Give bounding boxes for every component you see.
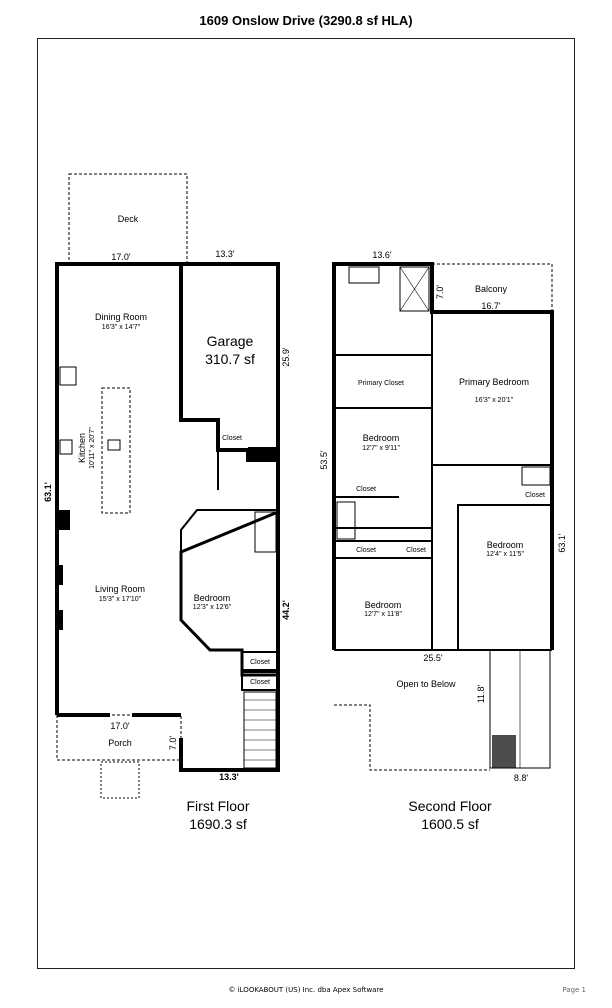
room-label-bedroom: Bedroom [194, 593, 231, 603]
second-floor-exterior-wall [332, 262, 554, 650]
room-label-closet: Closet [222, 435, 242, 442]
dimension: 25.5' [423, 653, 443, 663]
room-label-kitchen: Kitchen [77, 433, 87, 463]
room-label-bedroom: Bedroom [365, 600, 402, 610]
dimension: 17.0' [110, 721, 130, 731]
copyright-footer: © iLOOKABOUT (US) Inc. dba Apex Software [228, 986, 384, 994]
sink-icon [107, 439, 121, 451]
dimension: 17.0' [111, 252, 131, 262]
dimension: 53.5' [319, 450, 329, 470]
kitchen-island [101, 387, 131, 514]
dimension: 63.1' [557, 533, 567, 553]
room-label-dining: Dining Room [95, 312, 147, 322]
room-label-deck: Deck [118, 214, 139, 224]
room-dim-bedroom: 12'7" x 11'8" [364, 611, 402, 618]
dimension: 7.0' [435, 285, 445, 300]
room-label-closet: Closet [406, 547, 426, 554]
room-label-bedroom: Bedroom [487, 540, 524, 550]
room-label-living: Living Room [95, 584, 145, 594]
bath-wall [180, 509, 278, 552]
floor-name: First Floor [187, 798, 250, 814]
page-title: 1609 Onslow Drive (3290.8 sf HLA) [199, 13, 413, 28]
room-area-garage: 310.7 sf [205, 351, 255, 367]
room-label-open-to-below: Open to Below [396, 679, 456, 689]
dimension: 13.3' [215, 249, 235, 259]
dimension: 16.7' [481, 301, 501, 311]
room-label-closet: Closet [356, 486, 376, 493]
room-label-garage: Garage [207, 333, 254, 349]
dimension: 25.9' [281, 347, 291, 367]
stairs [489, 649, 551, 769]
first-floor-plan: Deck Dining Room 16'3" x 14'7" Kitchen 1… [43, 173, 291, 832]
room-dim-dining: 16'3" x 14'7" [102, 324, 141, 331]
dimension: 63.1' [43, 482, 53, 502]
dimension: 8.8' [514, 773, 529, 783]
dimension: 13.6' [372, 250, 392, 260]
floor-area: 1690.3 sf [189, 816, 247, 832]
dimension: 44.2' [281, 600, 291, 620]
room-dim-primary-bedroom: 16'3" x 20'1" [475, 397, 514, 404]
stove-icon [59, 439, 73, 455]
floor-name: Second Floor [408, 798, 492, 814]
dimension: 13.3' [219, 772, 239, 782]
room-dim-bedroom: 12'4" x 11'5" [486, 551, 524, 558]
porch-outline [56, 714, 182, 761]
room-dim-bedroom: 12'3" x 12'6" [193, 604, 232, 611]
room-label-closet: Closet [250, 679, 270, 686]
room-label-closet: Closet [525, 492, 545, 499]
balcony-outline [432, 263, 553, 312]
room-dim-living: 15'3" x 17'10" [99, 596, 142, 603]
floor-area: 1600.5 sf [421, 816, 479, 832]
room-label-closet: Closet [356, 547, 376, 554]
room-label-balcony: Balcony [475, 284, 508, 294]
room-label-primary-bedroom: Primary Bedroom [459, 377, 529, 387]
room-label-porch: Porch [108, 738, 132, 748]
stairs [100, 691, 277, 799]
dimension: 11.8' [476, 684, 486, 703]
room-dim-bedroom: 12'7" x 9'11" [362, 445, 400, 452]
second-floor-plan: Balcony Primary Closet Primary Bedroom 1… [319, 250, 567, 832]
refrigerator-icon [59, 366, 77, 386]
room-dim-kitchen: 10'11" x 20'7" [89, 427, 96, 469]
room-label-closet: Closet [250, 659, 270, 666]
dimension: 7.0' [168, 736, 178, 751]
room-label-bedroom: Bedroom [363, 433, 400, 443]
room-label-primary-closet: Primary Closet [358, 380, 404, 387]
page-frame [37, 38, 575, 969]
page-number: Page 1 [562, 986, 586, 994]
